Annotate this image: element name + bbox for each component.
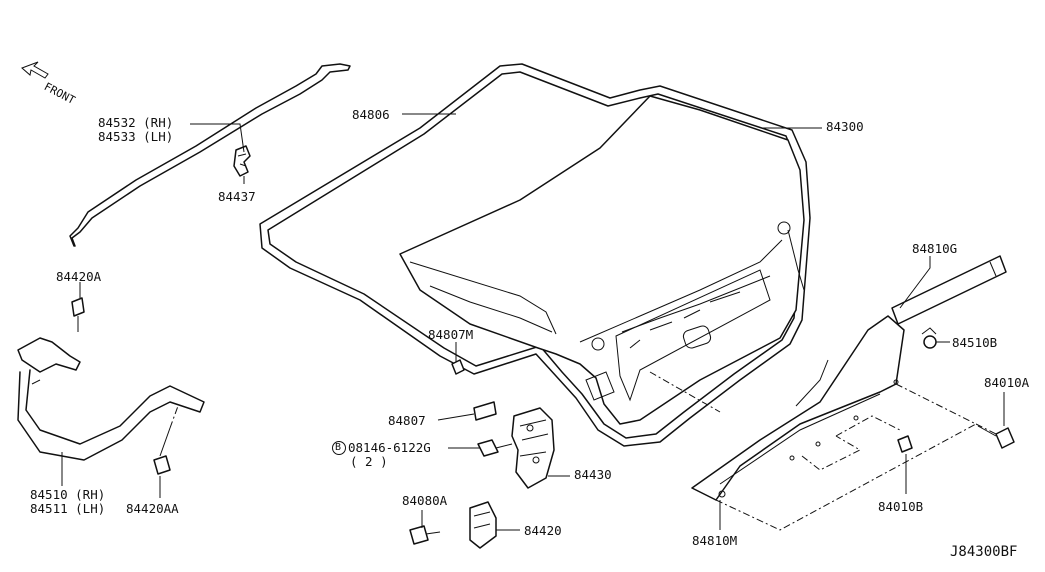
alignment-dash-lines xyxy=(649,371,997,531)
clip-84510b-part xyxy=(921,327,937,349)
bolt-84010a-part xyxy=(977,425,1015,449)
bumper-84807-part xyxy=(473,401,497,421)
bolt-badge-letter: B xyxy=(335,442,342,453)
weatherstrip-84806-part xyxy=(259,63,811,447)
nut-84010b-part xyxy=(897,435,913,453)
bolt-08146-part xyxy=(477,439,513,457)
label-84010b: 84010B xyxy=(878,499,924,514)
bolt-badge-icon xyxy=(332,441,346,455)
garnish-84810m-part xyxy=(691,315,905,501)
label-84810m: 84810M xyxy=(692,533,738,548)
label-84010a: 84010A xyxy=(984,375,1030,390)
diagram-code: J84300BF xyxy=(950,544,1018,560)
label-08146-quantity: ( 2 ) xyxy=(350,454,388,469)
label-84420aa: 84420AA xyxy=(126,501,179,516)
label-08146-6122g: 08146-6122G xyxy=(348,440,431,455)
label-84510b: 84510B xyxy=(952,335,998,350)
label-84532: 84532 (RH) xyxy=(98,115,174,130)
label-84810g: 84810G xyxy=(912,241,958,256)
label-84300: 84300 xyxy=(826,119,864,134)
clip-84437-part xyxy=(233,145,251,177)
label-84430: 84430 xyxy=(574,467,612,482)
label-84533: 84533 (LH) xyxy=(98,129,174,144)
bolt-84420a-part xyxy=(71,297,85,332)
label-84806: 84806 xyxy=(352,107,390,122)
trunk-lid-84300-part xyxy=(399,95,805,425)
label-84510: 84510 (RH) xyxy=(30,487,106,502)
bolt-84420aa-part xyxy=(153,405,179,475)
bolt-84080a-part xyxy=(409,525,441,545)
label-84437: 84437 xyxy=(218,189,256,204)
label-84420: 84420 xyxy=(524,523,562,538)
striker-84420-part xyxy=(469,501,497,549)
label-84080a: 84080A xyxy=(402,493,448,508)
label-84420a: 84420A xyxy=(56,269,102,284)
finisher-84810g-part xyxy=(891,255,1007,325)
front-arrow-icon xyxy=(21,61,49,79)
label-84511: 84511 (LH) xyxy=(30,501,106,516)
label-84807m: 84807M xyxy=(428,327,474,342)
lock-84430-part xyxy=(511,407,555,489)
label-84807: 84807 xyxy=(388,413,426,428)
stopper-84807m-part xyxy=(451,359,465,375)
leader-lines xyxy=(61,113,1005,531)
hinge-84510-part xyxy=(17,337,205,461)
torsion-rod-part xyxy=(69,63,351,247)
